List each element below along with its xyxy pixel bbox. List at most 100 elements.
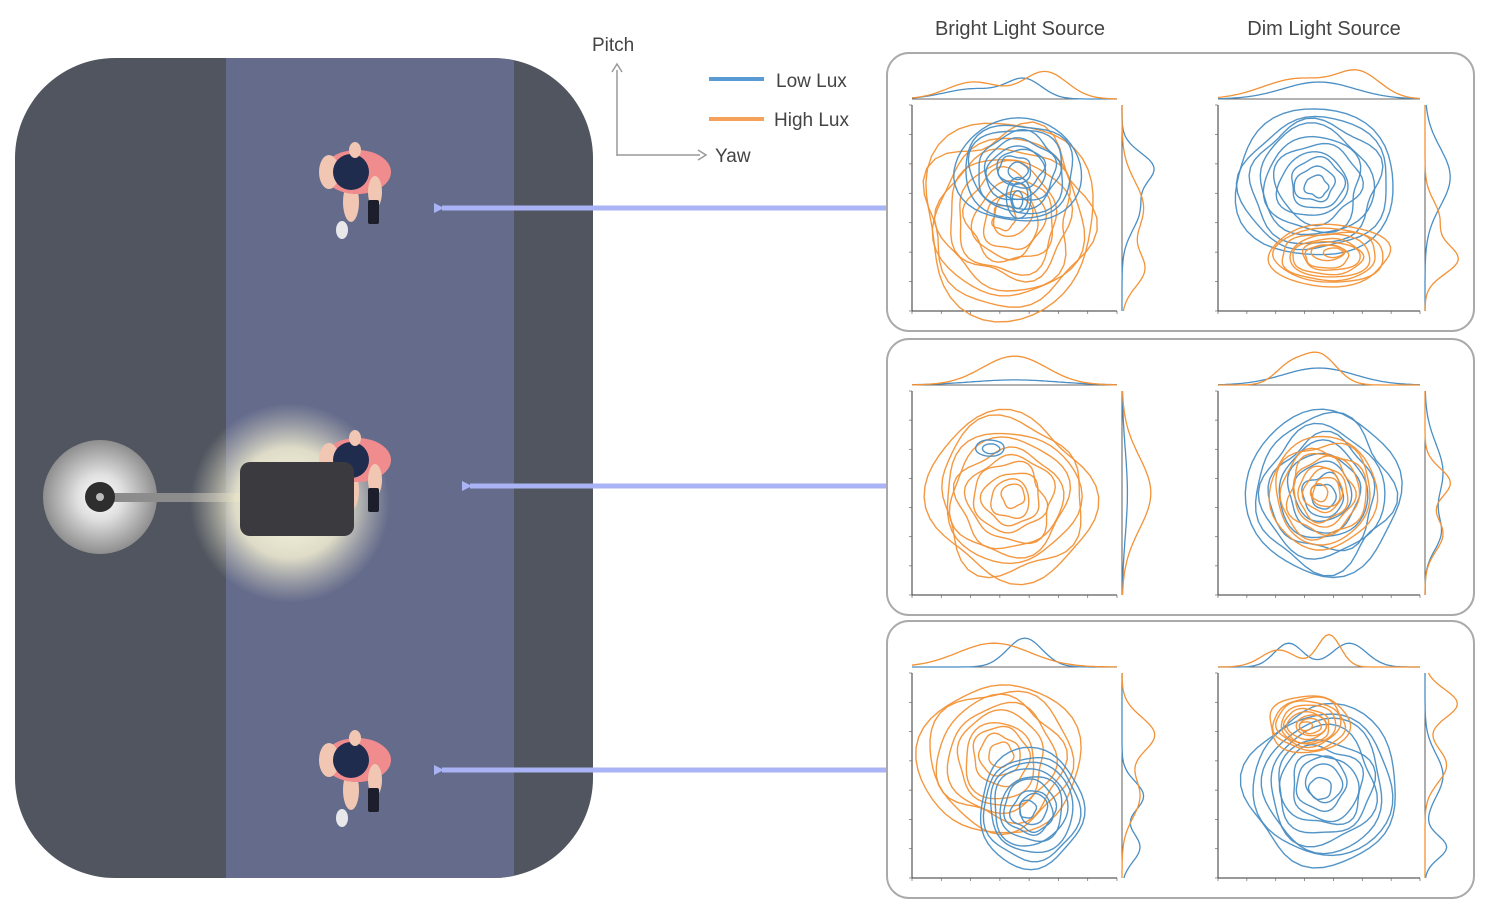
column-header-bright: Bright Light Source xyxy=(935,18,1105,40)
person-hair xyxy=(333,154,369,190)
contour-high-lux xyxy=(923,408,1100,586)
contour-high-lux xyxy=(948,436,1072,559)
person-hair xyxy=(333,742,369,778)
panel-scene-2 xyxy=(886,338,1475,616)
contour-low-lux xyxy=(989,761,1074,854)
contour-low-lux xyxy=(975,439,1005,457)
contour-low-lux xyxy=(1248,117,1384,245)
marginal-top-high-lux xyxy=(1217,633,1420,668)
contour-low-lux xyxy=(1244,408,1403,579)
contour-high-lux xyxy=(946,432,1083,565)
contour-high-lux xyxy=(1322,247,1344,259)
contour-low-lux xyxy=(965,124,1074,220)
contour-high-lux xyxy=(1275,442,1371,546)
contour-high-lux xyxy=(956,708,1044,807)
contour-low-lux xyxy=(979,746,1086,871)
person-phone xyxy=(368,488,379,512)
contour-low-lux xyxy=(1273,142,1365,227)
contour-low-lux xyxy=(1267,430,1376,552)
contour-high-lux xyxy=(1271,696,1347,752)
legend-label-high-lux: High Lux xyxy=(774,110,849,131)
marginal-side-low-lux xyxy=(1121,390,1129,596)
contour-high-lux xyxy=(1301,467,1344,514)
contour-high-lux xyxy=(950,158,1074,283)
contour-low-lux xyxy=(1235,115,1387,251)
contour-low-lux xyxy=(1293,753,1360,823)
marginal-side-high-lux xyxy=(1121,673,1156,878)
legend-label-low-lux: Low Lux xyxy=(776,71,847,92)
contour-low-lux xyxy=(1304,763,1344,804)
marginal-side-low-lux xyxy=(1121,673,1145,879)
contour-high-lux xyxy=(979,472,1040,527)
person-arm xyxy=(319,155,339,189)
contour-low-lux xyxy=(997,155,1032,186)
contour-low-lux xyxy=(982,756,1082,863)
kde-plot-3-bright xyxy=(909,637,1156,881)
contour-low-lux xyxy=(999,776,1063,843)
axis-label-yaw: Yaw xyxy=(715,146,751,167)
contour-low-lux xyxy=(983,137,1058,201)
contour-high-lux xyxy=(1295,714,1328,737)
contour-low-lux xyxy=(981,443,1001,455)
contour-high-lux xyxy=(1286,710,1328,741)
contour-low-lux xyxy=(967,129,1064,215)
marginal-top-high-lux xyxy=(1218,351,1420,386)
contour-low-lux xyxy=(978,128,1062,211)
axis-yaw-arrow xyxy=(697,149,708,161)
contour-high-lux xyxy=(1285,452,1361,537)
contour-low-lux xyxy=(1278,439,1369,539)
contour-high-lux xyxy=(1292,237,1365,276)
person-shoe xyxy=(336,221,348,239)
person-topview-3 xyxy=(319,730,391,827)
contour-low-lux xyxy=(1303,174,1330,199)
contour-low-lux xyxy=(1005,176,1032,220)
contour-high-lux xyxy=(922,121,1098,308)
contour-low-lux xyxy=(1259,122,1376,236)
contour-low-lux xyxy=(1307,776,1332,801)
contour-high-lux xyxy=(1292,455,1357,528)
column-header-dim: Dim Light Source xyxy=(1247,18,1400,40)
density-panels xyxy=(886,52,1475,899)
marginal-side-high-lux xyxy=(1121,105,1146,312)
contour-high-lux xyxy=(915,684,1082,834)
contour-high-lux xyxy=(1280,704,1337,745)
marginal-top-high-lux xyxy=(911,70,1118,100)
contour-high-lux xyxy=(965,721,1035,800)
marginal-top-high-lux xyxy=(911,642,1117,668)
contour-high-lux xyxy=(1000,483,1026,510)
contour-high-lux xyxy=(1267,223,1392,288)
kde-plot-1-dim xyxy=(1215,69,1459,314)
streetlight-arm xyxy=(100,493,250,502)
marginal-side-high-lux xyxy=(1424,672,1459,878)
person-topview-2 xyxy=(319,430,391,527)
panel-scene-1 xyxy=(886,52,1475,332)
contour-high-lux xyxy=(1298,721,1314,732)
person-shoe xyxy=(336,809,348,827)
legend: Low Lux High Lux xyxy=(709,71,849,131)
person-topview-1 xyxy=(319,142,391,239)
contour-low-lux xyxy=(1003,778,1058,837)
marginal-side-high-lux xyxy=(1424,391,1452,596)
contour-low-lux xyxy=(1275,151,1349,216)
kde-plot-3-dim xyxy=(1215,633,1459,881)
marginal-top-high-lux xyxy=(1217,69,1421,100)
contour-high-lux xyxy=(963,453,1057,545)
person-phone xyxy=(368,200,379,224)
marginal-top-low-lux xyxy=(1218,642,1420,668)
panel-scene-3 xyxy=(886,620,1475,899)
contour-low-lux xyxy=(1286,452,1362,534)
contour-low-lux xyxy=(1254,411,1399,577)
contour-low-lux xyxy=(1239,702,1396,869)
marginal-top-low-lux xyxy=(1217,81,1421,100)
contour-low-lux xyxy=(996,148,1047,189)
marginal-top-low-lux xyxy=(911,379,1118,386)
contour-low-lux xyxy=(953,117,1083,222)
contour-low-lux xyxy=(1011,190,1024,210)
contour-high-lux xyxy=(952,446,1065,550)
marginal-top-high-lux xyxy=(912,355,1117,386)
contour-high-lux xyxy=(1310,244,1346,262)
contour-low-lux xyxy=(1278,743,1365,826)
kde-plot-2-dim xyxy=(1215,351,1452,598)
contour-high-lux xyxy=(982,190,1039,251)
